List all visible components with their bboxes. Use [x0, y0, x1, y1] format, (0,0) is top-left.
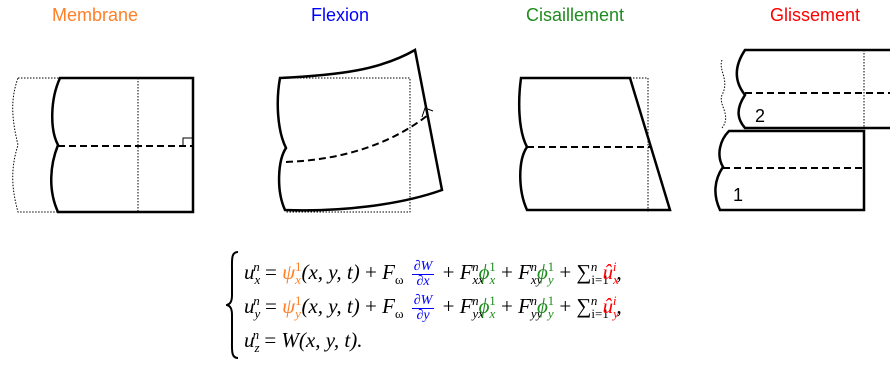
flexion-diagram: [276, 48, 444, 213]
panel-title-flexion: Flexion: [311, 5, 370, 25]
panel-title-membrane: Membrane: [52, 5, 139, 25]
equation-row-y: uyn = ψy1(x, y, t) + Fω ∂W∂y + Fyxnϕx1 +…: [244, 292, 622, 323]
equation-brace: [226, 251, 239, 359]
deformation-diagrams: 2 1: [12, 48, 890, 214]
membrane-diagram: [12, 76, 195, 214]
flex-fraction-x: ∂W∂x: [411, 258, 435, 289]
equation-row-x: uxn = ψx1(x, y, t) + Fω ∂W∂x + Fxxnϕx1 +…: [244, 258, 622, 289]
flex-fraction-y: ∂W∂y: [411, 292, 435, 323]
layer-label-1: 1: [733, 185, 743, 205]
panel-title-cisaillement: Cisaillement: [526, 5, 625, 25]
equation-row-z: uzn = W(x, y, t).: [244, 327, 363, 356]
cisaillement-diagram: [517, 76, 672, 212]
layer-label-2: 2: [755, 106, 765, 126]
panel-title-glissement: Glissement: [770, 5, 861, 25]
displacement-equations: uxn = ψx1(x, y, t) + Fω ∂W∂x + Fxxnϕx1 +…: [244, 250, 622, 356]
glissement-diagram: 2 1: [714, 48, 890, 212]
